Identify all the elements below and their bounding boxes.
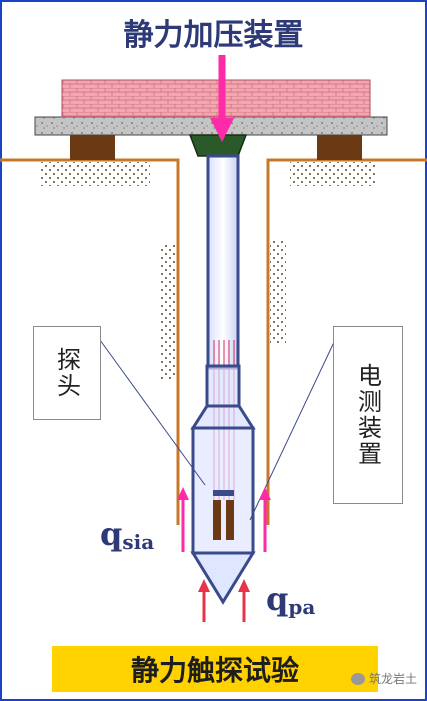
tip-arrow-left-head xyxy=(198,579,210,592)
probe-neck xyxy=(205,364,241,408)
soil-line-right xyxy=(266,158,427,525)
sensor-element-left xyxy=(213,500,221,540)
side-friction-symbol: q xyxy=(100,515,123,553)
diagram-title: 静力加压装置 xyxy=(123,18,304,53)
probe-pointer-line xyxy=(99,339,206,486)
tip-resistance-subscript: pa xyxy=(288,595,316,619)
watermark-text: 筑龙岩土 xyxy=(368,672,417,686)
sensor-element-right xyxy=(226,500,234,540)
soil-hatch-right xyxy=(270,240,286,345)
soil-hatch-top-right xyxy=(290,162,375,186)
push-rod xyxy=(206,154,240,370)
tip-resistance-label: qpa xyxy=(266,580,315,619)
wechat-icon xyxy=(350,672,365,685)
side-arrow-left-head xyxy=(177,487,189,500)
probe-label-box: 探头 xyxy=(33,326,101,420)
soil-hatch-top-left xyxy=(40,162,150,186)
press-arrow-head xyxy=(210,118,234,142)
sensor-label: 电测装置 xyxy=(353,363,382,467)
soil-line-left xyxy=(0,158,180,525)
probe-label: 探头 xyxy=(52,347,81,399)
bottom-title: 静力触探试验 xyxy=(130,654,299,687)
sensor-bar xyxy=(213,490,234,496)
support-block-right xyxy=(317,134,362,160)
side-friction-subscript: sia xyxy=(122,530,155,554)
sensor-label-box: 电测装置 xyxy=(333,326,403,504)
brick-load xyxy=(61,79,371,118)
probe-shoulder xyxy=(190,404,256,430)
bottom-banner: 静力触探试验 xyxy=(52,646,378,692)
support-block-left xyxy=(70,134,115,160)
side-friction-label: qsia xyxy=(100,515,154,554)
tip-arrow-right-head xyxy=(238,579,250,592)
soil-hatch-left xyxy=(160,245,176,380)
side-arrow-right-head xyxy=(259,487,271,500)
tip-resistance-symbol: q xyxy=(266,580,289,618)
watermark: 筑龙岩土 xyxy=(350,670,417,687)
press-collar xyxy=(188,134,248,157)
probe-cone-tip xyxy=(190,551,256,605)
